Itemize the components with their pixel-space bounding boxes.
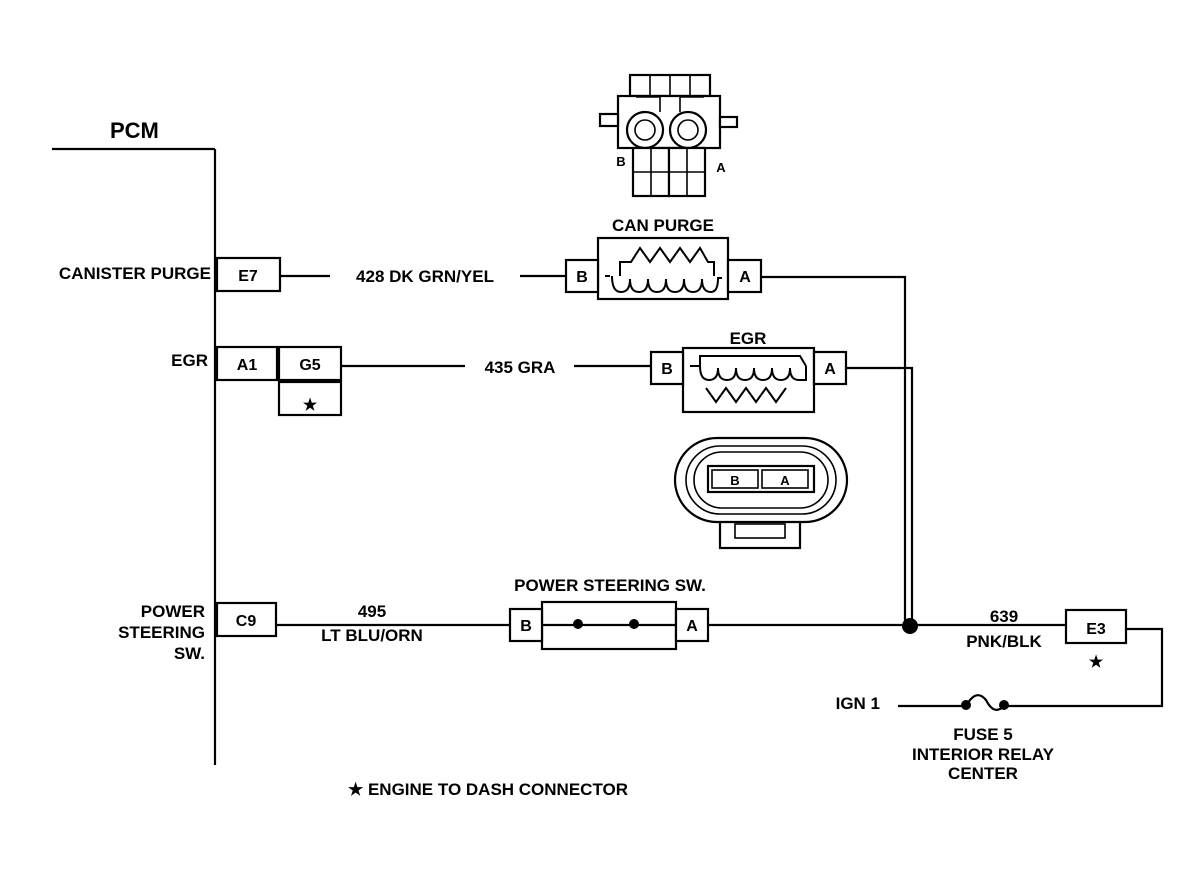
pin-c9-label: C9 [236, 613, 257, 630]
can-purge-coil [619, 246, 715, 276]
pin-g5-label: G5 [299, 357, 320, 374]
egr-pin-b: B [661, 361, 673, 378]
wire-495-color: LT BLU/ORN [321, 626, 423, 645]
fuse-circuit: IGN 1 FUSE 5 INTERIOR RELAY CENTER [836, 627, 1164, 783]
power-steering-label-2: STEERING [118, 623, 205, 642]
egr-coil [690, 365, 807, 382]
power-steering-switch: POWER STEERING SW. B A [508, 576, 710, 651]
legend-text: ★ ENGINE TO DASH CONNECTOR [348, 780, 628, 799]
pin-e3-label: E3 [1086, 621, 1106, 638]
fuse-icon [965, 694, 1005, 711]
pin-e7: E7 [215, 256, 282, 293]
fuse-label-3: CENTER [948, 764, 1018, 783]
pin-g5-star: ★ [303, 397, 318, 414]
ign-label: IGN 1 [836, 694, 880, 713]
top-connector-pin-b: B [616, 154, 625, 169]
oval-connector-icon: B A [673, 436, 849, 550]
egr-label: EGR [730, 329, 767, 348]
fuse-label-1: FUSE 5 [953, 725, 1013, 744]
wire-428: 428 DK GRN/YEL [280, 267, 566, 286]
pin-a1-label: A1 [237, 357, 258, 374]
egr-input-label: EGR [171, 351, 208, 370]
power-steering-label-3: SW. [174, 644, 205, 663]
egr-solenoid: EGR B A [649, 329, 848, 414]
wire-639-number: 639 [990, 607, 1018, 626]
pcm-title: PCM [110, 118, 159, 143]
power-steering-switch-label: POWER STEERING SW. [514, 576, 706, 595]
pin-c9: C9 [215, 601, 278, 638]
pin-e3-star: ★ [1089, 654, 1104, 671]
pcm-block: PCM CANISTER PURGE EGR POWER STEERING SW… [52, 118, 217, 765]
canister-purge-label: CANISTER PURGE [59, 264, 211, 283]
wire-435-label: 435 GRA [485, 358, 556, 377]
top-connector-icon: B A [598, 73, 739, 198]
fuse-label-2: INTERIOR RELAY [912, 745, 1055, 764]
pin-a1: A1 [215, 345, 279, 382]
switch-contact-left [573, 619, 583, 629]
can-purge-label: CAN PURGE [612, 216, 714, 235]
power-steering-switch-pin-b: B [520, 618, 532, 635]
oval-connector-pin-a: A [780, 473, 790, 488]
can-purge-pin-b: B [576, 269, 588, 286]
wire-639-color: PNK/BLK [966, 632, 1042, 651]
power-steering-switch-pin-a: A [686, 618, 698, 635]
wire-495: 495 LT BLU/ORN [276, 602, 510, 645]
switch-contact-right [629, 619, 639, 629]
wire-435: 435 GRA [341, 358, 651, 377]
can-purge-solenoid: CAN PURGE B A [564, 216, 763, 301]
wire-495-number: 495 [358, 602, 386, 621]
pin-e7-label: E7 [238, 268, 258, 285]
splice-junction [902, 618, 918, 634]
oval-connector-pin-b: B [730, 473, 739, 488]
wire-428-label: 428 DK GRN/YEL [356, 267, 494, 286]
egr-pin-a: A [824, 361, 836, 378]
power-steering-label-1: POWER [141, 602, 205, 621]
pin-g5: G5 ★ [277, 345, 343, 417]
can-purge-pin-a: A [739, 269, 751, 286]
top-connector-pin-a: A [716, 160, 726, 175]
feed-bus: 639 PNK/BLK [708, 275, 1066, 651]
pin-e3: E3 ★ [1064, 608, 1128, 671]
